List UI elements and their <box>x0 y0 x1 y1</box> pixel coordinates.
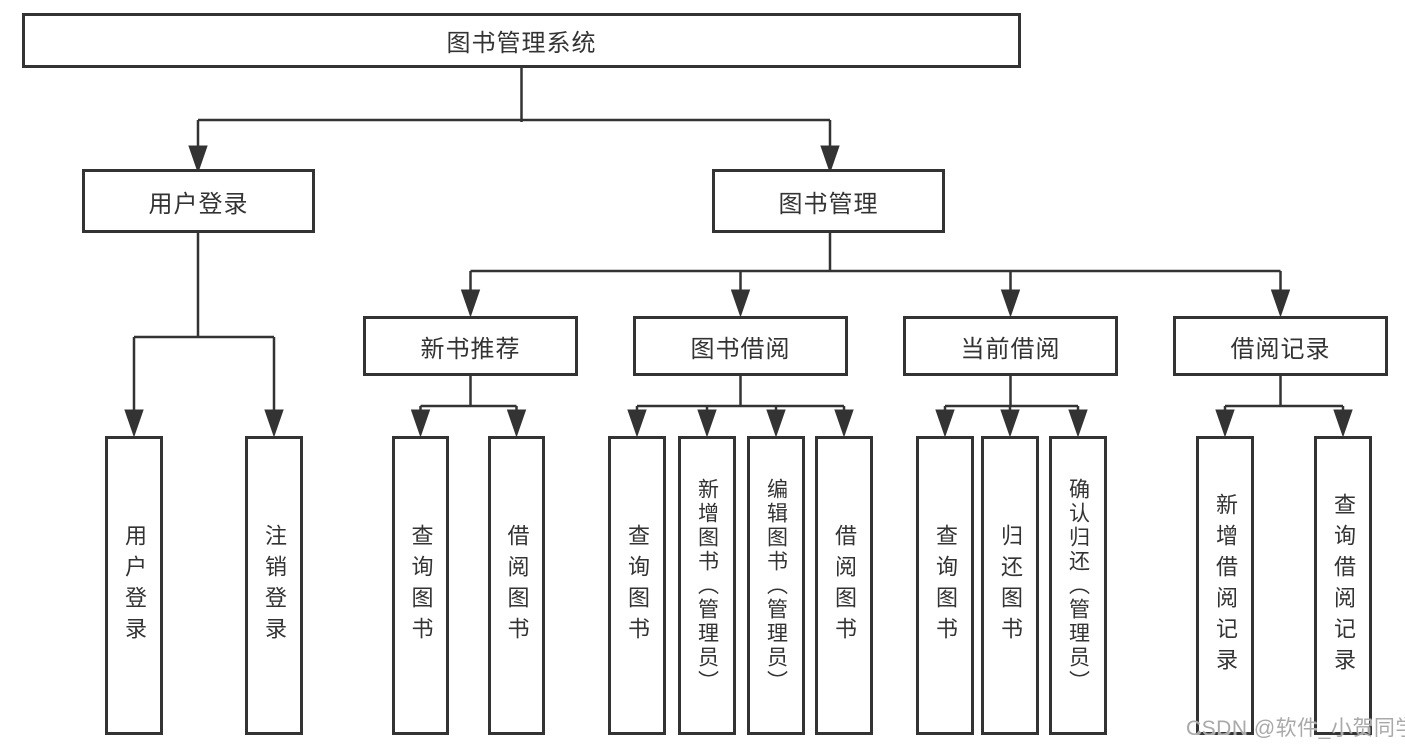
leaf-bb-borrow-books-label: 借阅图书 <box>832 523 857 648</box>
leaf-nb-borrow-books: 借阅图书 <box>488 436 545 735</box>
leaf-logout-login: 注销登录 <box>245 436 303 735</box>
leaf-bb-borrow-books: 借阅图书 <box>815 436 873 735</box>
leaf-bb-add-books-admin: 新增图书（管理员） <box>678 436 736 735</box>
leaf-br-query-record: 查询借阅记录 <box>1314 436 1372 735</box>
leaf-br-query-record-label: 查询借阅记录 <box>1331 492 1356 679</box>
node-current-borrowing: 当前借阅 <box>903 316 1118 376</box>
leaf-user-login-label: 用户登录 <box>122 523 147 648</box>
leaf-nb-borrow-books-label: 借阅图书 <box>504 523 530 648</box>
node-current-borrowing-label: 当前借阅 <box>960 335 1061 363</box>
node-new-book-recommend-label: 新书推荐 <box>420 335 521 363</box>
leaf-cb-confirm-return-admin: 确认归还（管理员） <box>1049 436 1107 735</box>
leaf-cb-query-books: 查询图书 <box>916 436 974 735</box>
leaf-cb-return-books-label: 归还图书 <box>998 523 1023 648</box>
node-book-borrowing: 图书借阅 <box>633 316 848 376</box>
leaf-logout-login-label: 注销登录 <box>262 523 287 648</box>
leaf-bb-query-books-label: 查询图书 <box>625 523 650 648</box>
leaf-bb-edit-books-admin: 编辑图书（管理员） <box>747 436 805 735</box>
node-user-login-label: 用户登录 <box>148 190 249 218</box>
node-borrowing-records: 借阅记录 <box>1173 316 1388 376</box>
leaf-user-login: 用户登录 <box>105 436 163 735</box>
node-system-root-label: 图书管理系统 <box>446 30 597 57</box>
leaf-bb-query-books: 查询图书 <box>608 436 666 735</box>
leaf-bb-edit-books-admin-label: 编辑图书（管理员） <box>764 477 788 694</box>
leaf-cb-query-books-label: 查询图书 <box>933 523 958 648</box>
node-system-root: 图书管理系统 <box>22 13 1021 68</box>
leaf-cb-return-books: 归还图书 <box>981 436 1039 735</box>
node-book-management-label: 图书管理 <box>778 190 879 218</box>
node-borrowing-records-label: 借阅记录 <box>1230 335 1331 363</box>
leaf-nb-query-books: 查询图书 <box>392 436 449 735</box>
node-user-login: 用户登录 <box>82 169 315 233</box>
leaf-bb-add-books-admin-label: 新增图书（管理员） <box>695 477 719 694</box>
csdn-watermark: CSDN @软件_小贺同学 <box>1186 717 1405 740</box>
leaf-cb-confirm-return-admin-label: 确认归还（管理员） <box>1066 477 1090 694</box>
leaf-br-add-record: 新增借阅记录 <box>1196 436 1254 735</box>
leaf-br-add-record-label: 新增借阅记录 <box>1213 492 1238 679</box>
leaf-nb-query-books-label: 查询图书 <box>408 523 434 648</box>
node-book-borrowing-label: 图书借阅 <box>690 335 791 363</box>
node-book-management: 图书管理 <box>712 169 945 233</box>
node-new-book-recommend: 新书推荐 <box>363 316 578 376</box>
